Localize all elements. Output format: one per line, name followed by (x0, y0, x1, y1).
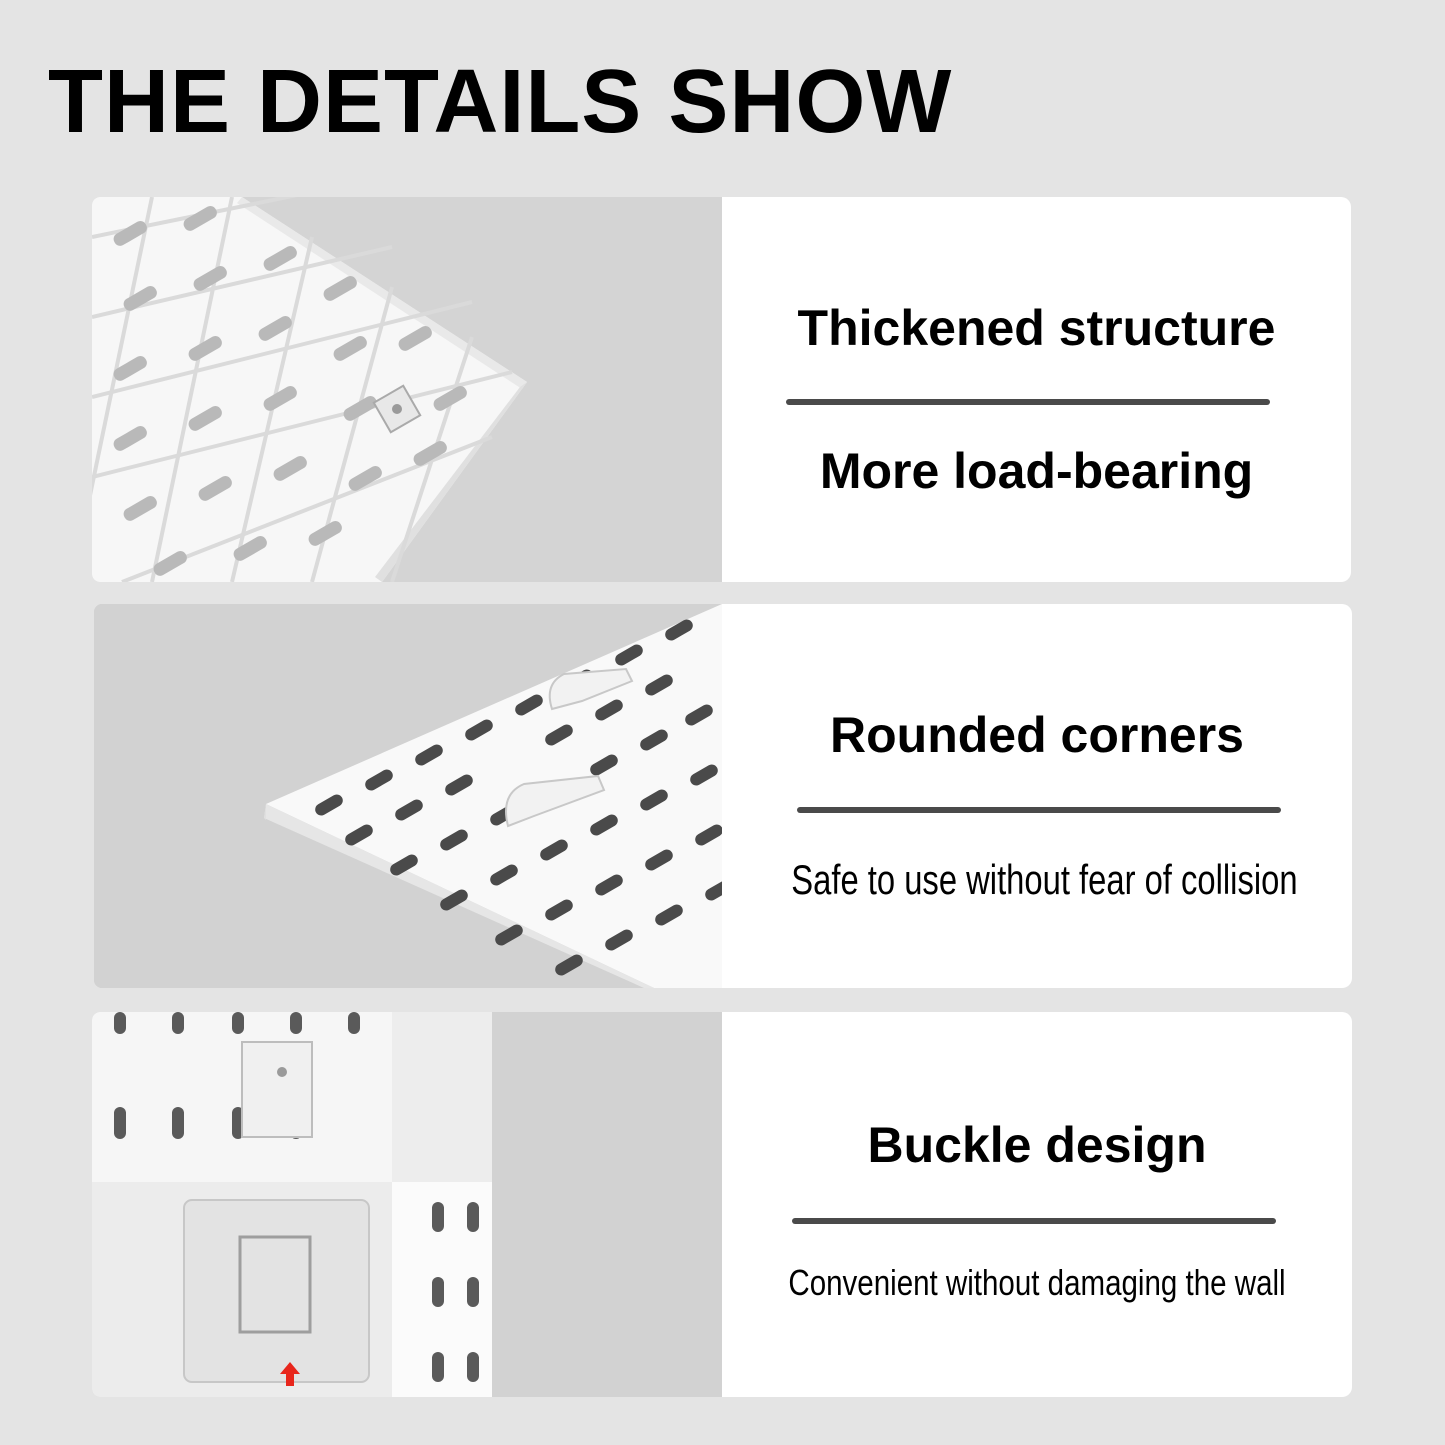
feature-heading: Rounded corners (830, 707, 1244, 763)
feature-divider (792, 1218, 1276, 1224)
feature-divider (797, 807, 1281, 813)
feature-text-panel: Thickened structure More load-bearing (722, 197, 1351, 582)
feature-subtext: More load-bearing (819, 443, 1254, 499)
feature-text-panel: Buckle design Convenient without damagin… (722, 1012, 1352, 1397)
feature-subtext: Convenient without damaging the wall (788, 1262, 1286, 1303)
feature-text-panel: Rounded corners Safe to use without fear… (722, 604, 1352, 988)
feature-divider (786, 399, 1270, 405)
feature-heading: Buckle design (867, 1117, 1207, 1173)
pegboard-grid-image (92, 197, 722, 582)
feature-heading: Thickened structure (797, 300, 1276, 356)
page-title: THE DETAILS SHOW (48, 52, 953, 152)
pegboard-buckle-image (92, 1012, 722, 1397)
feature-subtext: Safe to use without fear of collision (791, 856, 1298, 903)
pegboard-hooks-image (94, 604, 722, 988)
